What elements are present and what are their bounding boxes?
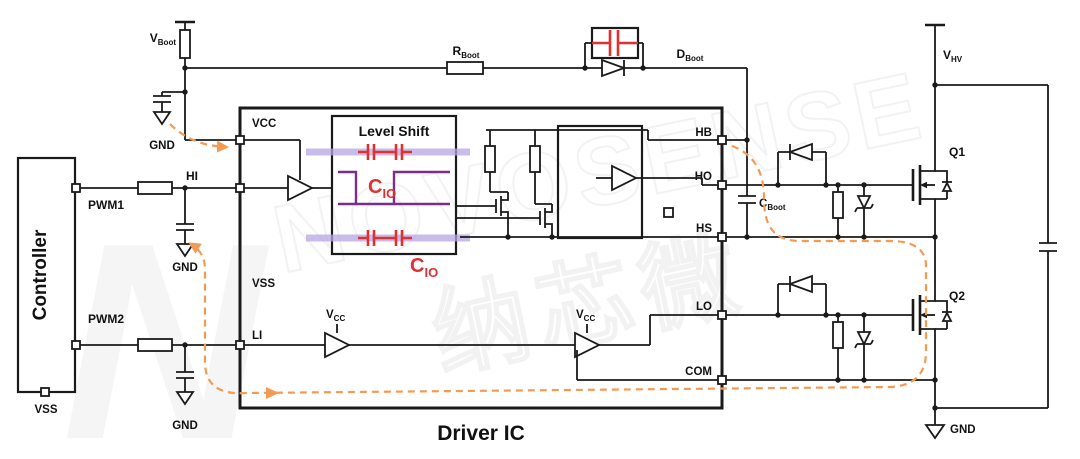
controller-pin-pwm2: [71, 340, 81, 350]
q2-label: Q2: [949, 289, 965, 303]
diode-gate-hs: [787, 142, 813, 162]
pin-hi: [235, 183, 245, 193]
driver-internals: Level Shift CIO CIO VCC VCC: [244, 114, 718, 381]
buffer-ho: [611, 164, 639, 192]
mosfet-q2: [911, 289, 954, 341]
zener-gate-hs: [856, 195, 872, 211]
output-stage-box: [556, 124, 644, 240]
pwm2-label: PWM2: [88, 312, 124, 326]
resistor-rboot: [446, 61, 484, 75]
cboot-label: CBoot: [759, 198, 786, 212]
buffer-li-2: [574, 331, 602, 359]
pin-lo: [717, 310, 727, 320]
driver-ic-title: Driver IC: [437, 422, 525, 445]
vboot-label: VBoot: [150, 31, 177, 47]
resistor-pwm2: [137, 338, 173, 352]
pin-li: [235, 340, 245, 350]
pin-label-com: COM: [685, 366, 712, 378]
cio-bottom-label: CIO: [410, 255, 438, 280]
resistor-vboot: [179, 29, 191, 59]
resistor-internal-1: [484, 145, 496, 173]
controller-vss-label: VSS: [34, 404, 57, 416]
controller-title: Controller: [30, 229, 51, 320]
vcc-buf2-label: VCC: [576, 309, 595, 323]
diode-gate-ls: [787, 274, 813, 294]
capacitor-bus: [1039, 242, 1057, 252]
resistor-pwm1: [137, 181, 173, 195]
q1-label: Q1: [949, 145, 965, 159]
gnd-symbol-vboot: [152, 111, 172, 126]
vcc-buf1-label: VCC: [326, 309, 345, 323]
loop-vcc-arrow: [169, 123, 229, 153]
capacitor-pwm1: [176, 223, 194, 231]
capacitor-vboot-gnd: [153, 95, 171, 103]
small-square-marker: [663, 207, 674, 218]
controller-pin-pwm1: [71, 183, 81, 193]
gnd-label-bus: GND: [950, 424, 976, 436]
pin-label-vss: VSS: [252, 278, 275, 290]
cio-caps-bottom: [358, 230, 412, 246]
gnd-label-vboot: GND: [149, 140, 175, 152]
pin-label-hb: HB: [695, 127, 712, 139]
levelshift-waveform: [338, 170, 450, 206]
pin-vcc: [235, 135, 245, 145]
driver-ic-block: Driver IC VCC VSS LI HB HO HS LO COM: [235, 106, 727, 445]
junction-dots: [182, 65, 938, 411]
controller-block: Controller VSS: [16, 156, 81, 416]
dc-bus-branch: [935, 84, 1057, 409]
pin-label-vcc: VCC: [252, 118, 276, 130]
loop-return-path: [188, 144, 928, 395]
low-side-external: Q2 GND: [726, 237, 976, 440]
gnd-symbol-bus: [924, 424, 946, 440]
capacitor-pwm2: [176, 371, 194, 379]
hi-net-label: HI: [186, 169, 198, 183]
capacitor-cboot: [738, 195, 756, 204]
capacitor-parasitic-boot: [592, 30, 638, 56]
level-shift-title: Level Shift: [359, 123, 430, 139]
mosfet-q1: [911, 159, 954, 211]
pin-com: [717, 375, 727, 385]
pin-hs: [717, 232, 727, 242]
buffer-li-1: [324, 331, 352, 359]
pin-label-hs: HS: [696, 223, 712, 235]
pin-hb: [717, 135, 727, 145]
rboot-label: RBoot: [453, 44, 480, 60]
resistor-internal-2: [529, 145, 541, 173]
gnd-label-pwm1: GND: [172, 262, 198, 274]
controller-pin-vss: [40, 387, 50, 397]
loop-bottom-arrow: [266, 387, 279, 399]
gnd-label-pwm2: GND: [172, 420, 198, 432]
cio-caps-top: [358, 144, 412, 160]
pin-label-ho: HO: [695, 171, 712, 183]
bootstrap-branch: VBoot GND RBoot DBoot: [149, 20, 748, 152]
high-side-external: CBoot Q1 VHV: [726, 23, 965, 238]
watermark-letter: N: [62, 186, 272, 459]
watermark: N NOVOSENSE 纳芯微: [62, 50, 936, 459]
pin-label-li: LI: [252, 330, 262, 342]
resistor-gate-hs: [832, 191, 844, 219]
resistor-gate-ls: [832, 321, 844, 349]
zener-gate-ls: [856, 331, 872, 347]
vhv-label: VHV: [943, 48, 963, 64]
buffer-hi: [287, 174, 315, 202]
pin-ho: [717, 180, 727, 190]
current-loop-annotations: [169, 123, 928, 399]
pin-label-lo: LO: [696, 301, 712, 313]
dboot-label: DBoot: [677, 47, 704, 63]
driver-ic-box: [238, 106, 724, 410]
pwm1-label: PWM1: [88, 198, 124, 212]
cio-top-label: CIO: [368, 176, 396, 201]
gnd-symbol-pwm2: [175, 391, 195, 406]
level-shift-box: [330, 114, 458, 256]
